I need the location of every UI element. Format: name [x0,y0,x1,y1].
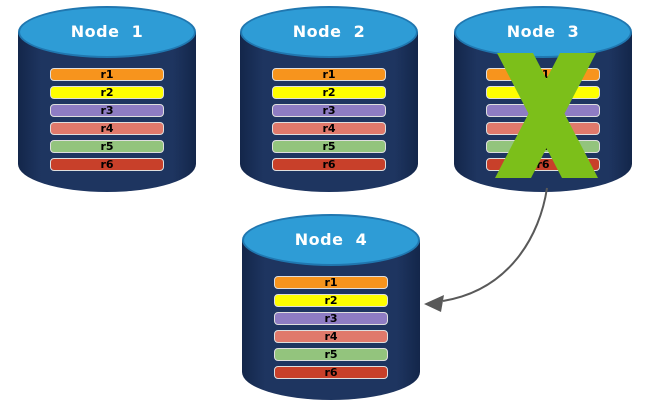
cylinder-top: Node 1 [18,6,196,58]
replica-label: r2 [100,86,114,99]
replica-list: r1 r2 r3 r4 r5 r6 [274,276,388,384]
replica-label: r6 [100,158,114,171]
replica-label: r4 [324,330,338,343]
node-4: Node 4 r1 r2 r3 r4 r5 r6 [242,214,420,400]
replica-label: r4 [100,122,114,135]
replica-label: r2 [322,86,336,99]
replica-bar-r4: r4 [486,122,600,135]
replica-bar-r4: r4 [50,122,164,135]
replica-label: r1 [100,68,114,81]
cylinder-top: Node 4 [242,214,420,266]
replica-bar-r1: r1 [274,276,388,289]
node-title: Node 1 [70,22,144,41]
replica-bar-r2: r2 [486,86,600,99]
replica-bar-r3: r3 [486,104,600,117]
node-2: Node 2 r1 r2 r3 r4 r5 r6 [240,6,418,192]
replica-bar-r3: r3 [272,104,386,117]
arrowhead-icon [424,295,444,312]
replica-label: r3 [100,104,114,117]
replica-bar-r1: r1 [272,68,386,81]
replica-label: r6 [324,366,338,379]
replica-bar-r5: r5 [486,140,600,153]
cylinder-top: Node 2 [240,6,418,58]
node-title: Node 4 [294,230,368,249]
replica-bar-r4: r4 [272,122,386,135]
replica-label: r5 [324,348,338,361]
replica-label: r3 [322,104,336,117]
replica-label: r6 [322,158,336,171]
replica-bar-r4: r4 [274,330,388,343]
replica-bar-r1: r1 [486,68,600,81]
replica-label: r2 [324,294,338,307]
replica-bar-r6: r6 [274,366,388,379]
replica-bar-r6: r6 [50,158,164,171]
replica-list: r1 r2 r3 r4 r5 r6 [272,68,386,176]
replica-label: r5 [100,140,114,153]
replica-bar-r3: r3 [50,104,164,117]
node-title: Node 3 [506,22,580,41]
replica-label: r1 [322,68,336,81]
replica-bar-r5: r5 [50,140,164,153]
replica-bar-r5: r5 [272,140,386,153]
replica-bar-r6: r6 [272,158,386,171]
node-3: Node 3 r1 r2 r3 r4 r5 r6 [454,6,632,192]
replica-label: r2 [536,86,550,99]
replica-label: r3 [324,312,338,325]
replica-list: r1 r2 r3 r4 r5 r6 [50,68,164,176]
replica-label: r5 [536,140,550,153]
replica-bar-r3: r3 [274,312,388,325]
replica-bar-r1: r1 [50,68,164,81]
node-1: Node 1 r1 r2 r3 r4 r5 r6 [18,6,196,192]
replica-label: r6 [536,158,550,171]
replica-bar-r2: r2 [272,86,386,99]
replica-label: r1 [536,68,550,81]
replica-label: r4 [536,122,550,135]
cylinder-top: Node 3 [454,6,632,58]
replica-bar-r2: r2 [50,86,164,99]
replica-label: r1 [324,276,338,289]
replica-bar-r2: r2 [274,294,388,307]
replica-bar-r5: r5 [274,348,388,361]
replica-bar-r6: r6 [486,158,600,171]
node-title: Node 2 [292,22,366,41]
replica-label: r3 [536,104,550,117]
replica-label: r5 [322,140,336,153]
replica-list: r1 r2 r3 r4 r5 r6 [486,68,600,176]
replica-label: r4 [322,122,336,135]
